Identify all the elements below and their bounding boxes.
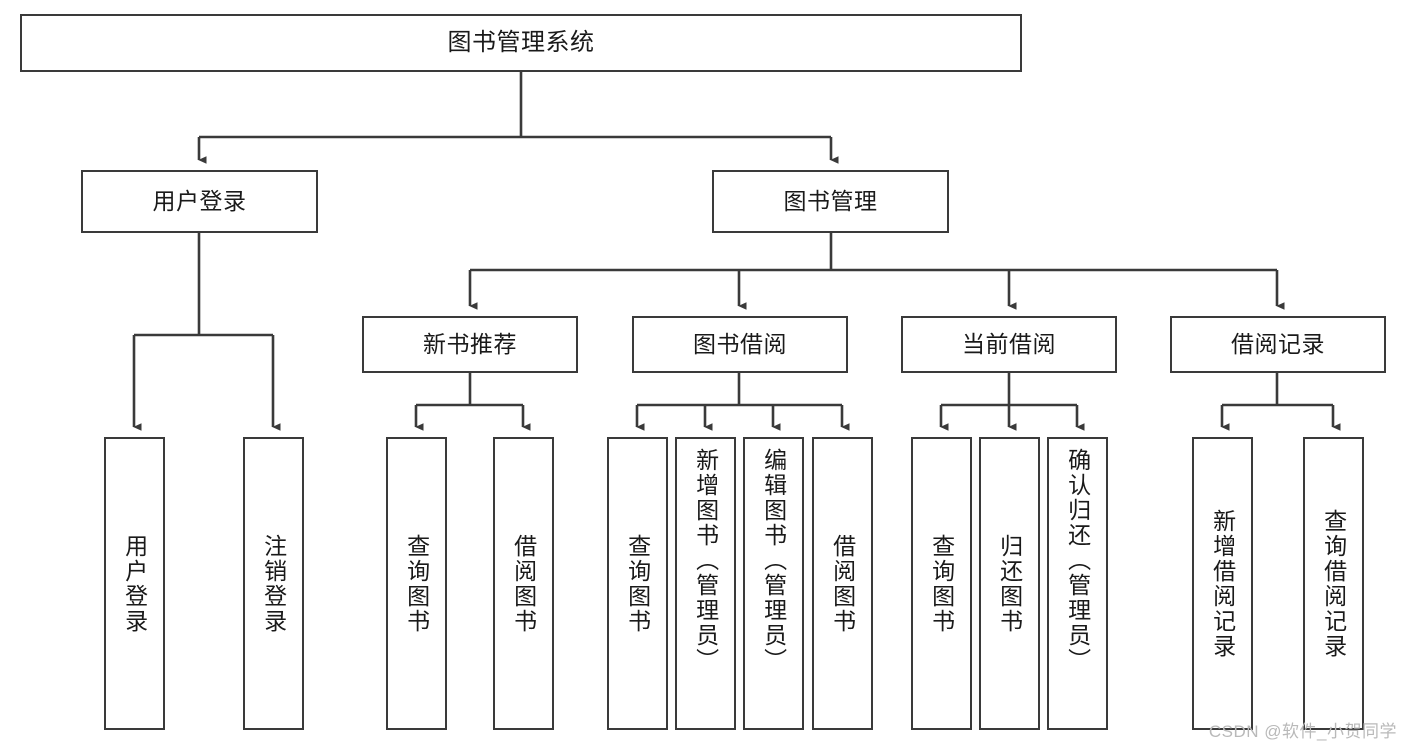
node-label: 借阅图书 bbox=[829, 533, 856, 634]
node-leaf-user-login[interactable]: 用户登录 bbox=[104, 437, 165, 730]
node-label: 新增图书（管理员） bbox=[692, 448, 719, 673]
node-label: 查询图书 bbox=[403, 533, 430, 634]
node-leaf-query-borrow-record[interactable]: 查询借阅记录 bbox=[1303, 437, 1364, 730]
node-label: 图书管理系统 bbox=[447, 28, 595, 56]
node-leaf-borrow-book-2[interactable]: 借阅图书 bbox=[812, 437, 873, 730]
node-leaf-return-book[interactable]: 归还图书 bbox=[979, 437, 1040, 730]
node-label: 归还图书 bbox=[996, 533, 1023, 634]
node-leaf-borrow-book-1[interactable]: 借阅图书 bbox=[493, 437, 554, 730]
node-current-borrow[interactable]: 当前借阅 bbox=[901, 316, 1117, 373]
node-label: 确认归还（管理员） bbox=[1064, 448, 1091, 673]
node-label: 用户登录 bbox=[121, 533, 148, 634]
node-label: 借阅图书 bbox=[510, 533, 537, 634]
node-label: 查询图书 bbox=[624, 533, 651, 634]
node-book-management-system[interactable]: 图书管理系统 bbox=[20, 14, 1022, 72]
node-label: 新书推荐 bbox=[423, 330, 517, 357]
node-label: 查询借阅记录 bbox=[1320, 508, 1347, 659]
node-new-book-recommend[interactable]: 新书推荐 bbox=[362, 316, 578, 373]
node-label: 当前借阅 bbox=[962, 330, 1056, 357]
node-leaf-query-book-2[interactable]: 查询图书 bbox=[607, 437, 668, 730]
node-label: 用户登录 bbox=[152, 187, 247, 214]
node-label: 借阅记录 bbox=[1231, 330, 1325, 357]
node-leaf-query-book-1[interactable]: 查询图书 bbox=[386, 437, 447, 730]
node-leaf-add-borrow-record[interactable]: 新增借阅记录 bbox=[1192, 437, 1253, 730]
node-label: 图书借阅 bbox=[693, 330, 787, 357]
node-leaf-query-book-3[interactable]: 查询图书 bbox=[911, 437, 972, 730]
node-user-login[interactable]: 用户登录 bbox=[81, 170, 318, 233]
node-leaf-user-logout[interactable]: 注销登录 bbox=[243, 437, 304, 730]
node-leaf-confirm-return[interactable]: 确认归还（管理员） bbox=[1047, 437, 1108, 730]
node-label: 新增借阅记录 bbox=[1209, 508, 1236, 659]
node-leaf-add-book[interactable]: 新增图书（管理员） bbox=[675, 437, 736, 730]
node-borrow-record[interactable]: 借阅记录 bbox=[1170, 316, 1386, 373]
node-label: 查询图书 bbox=[928, 533, 955, 634]
node-book-borrow[interactable]: 图书借阅 bbox=[632, 316, 848, 373]
node-label: 编辑图书（管理员） bbox=[760, 448, 787, 673]
csdn-watermark: CSDN @软件_小贺同学 bbox=[1208, 722, 1397, 741]
node-book-management[interactable]: 图书管理 bbox=[712, 170, 949, 233]
node-leaf-edit-book[interactable]: 编辑图书（管理员） bbox=[743, 437, 804, 730]
node-label: 注销登录 bbox=[260, 533, 287, 634]
node-label: 图书管理 bbox=[783, 187, 878, 214]
